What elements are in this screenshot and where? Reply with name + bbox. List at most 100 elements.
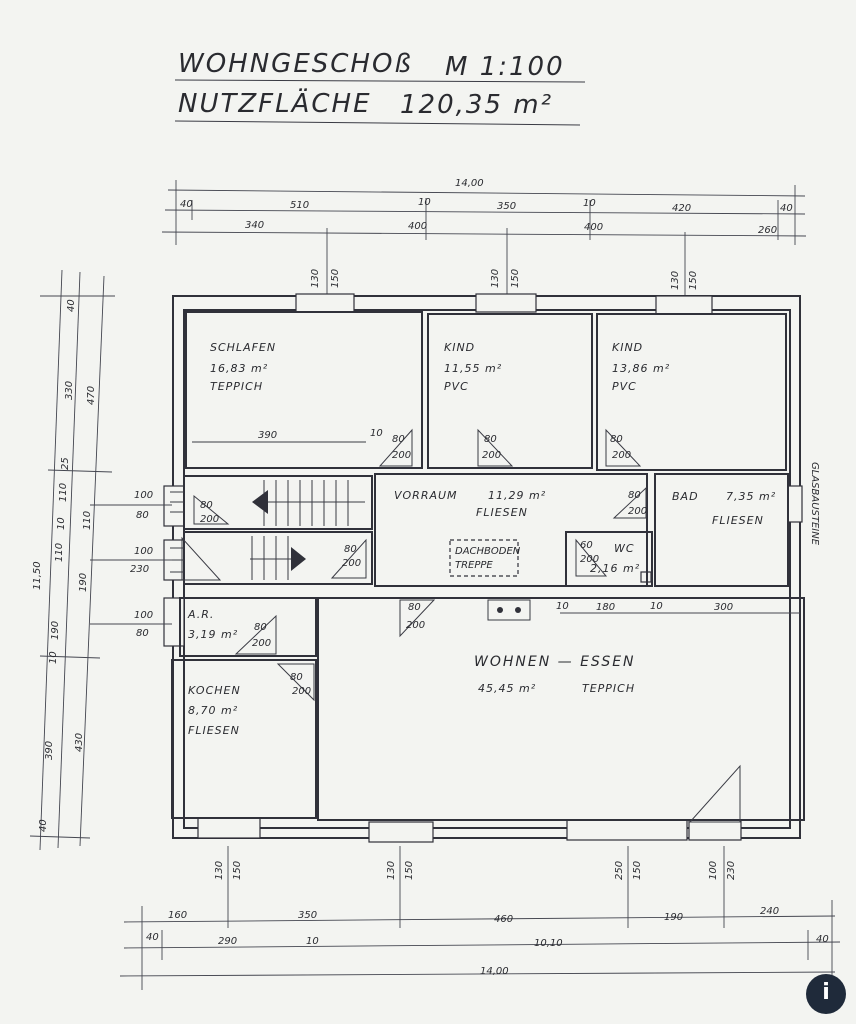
logo-icon: i [806,974,846,1014]
room-wohnen-floor: TEPPICH [582,682,635,695]
dim-inner-2: 180 [596,602,615,613]
title-block: WOHNGESCHOß M 1:100 NUTZFLÄCHE 120,35 m² [174,49,586,126]
dim-window-bottom-2-w: 130 [386,861,397,880]
dim-left-9: 390 [44,741,55,760]
room-bad-area: 7,35 m² [726,490,776,503]
door-mark-9b: 200 [292,686,311,697]
dim-bottom-row2-1: 40 [146,932,159,943]
left-dimensions: 11,50 40 330 25 110 10 110 470 110 430 1… [29,269,172,851]
room-wohnen-area: 45,45 m² [478,682,536,695]
dim-left-5: 10 [56,517,67,530]
stair-arrow-head-upper [252,490,268,514]
room-bad-name: BAD [672,490,699,503]
wc-shaft [640,571,652,583]
dim-bottom-3: 460 [494,914,513,925]
area-underline [174,120,581,126]
door-mark-7b: 200 [406,620,425,631]
outer-walls [163,293,803,843]
dim-left-inner-2: 110 [82,511,93,530]
room-kochen-area: 8,70 m² [188,704,238,717]
room-wc-area: 2,16 m² [590,562,640,575]
dim-bottom-5: 240 [760,906,779,917]
door-mark-wc-b: 200 [580,554,599,565]
window-top-3 [655,295,713,315]
room-kind2-floor: PVC [612,380,637,393]
dim-window-bottom-3-w: 250 [614,861,625,880]
window-bottom-1 [197,817,261,839]
window-bottom-3 [566,819,688,841]
room-ar-name: A.R. [187,608,214,621]
dim-left-7: 190 [50,621,61,640]
stair-treads [170,480,349,580]
dim-schlafen-gap: 10 [370,428,383,439]
dim-top-5: 10 [583,198,596,209]
attic-stair-hatch [449,539,519,577]
dim-left-8: 10 [48,651,59,664]
dim-open-left-6: 80 [136,628,149,639]
dim-open-left-3: 100 [134,546,153,557]
area-value: 120,35 m² [400,90,553,120]
door-mark-4a: 80 [200,500,213,511]
dim-top-1: 40 [180,199,193,210]
dim-bottom-row2-2: 290 [218,936,237,947]
plan-title: WOHNGESCHOß [178,49,413,79]
dim-left-total: 11,50 [32,561,43,590]
room-kind1-floor: PVC [444,380,469,393]
dim-left-10: 40 [38,819,49,832]
door-mark-1a: 80 [392,434,405,445]
door-mark-wc-a: 60 [580,540,593,551]
dim-open-left-5: 100 [134,610,153,621]
door-mark-2a: 80 [484,434,497,445]
dim-top-2: 510 [290,200,309,211]
stair-arrow-head-lower [291,547,306,571]
door-mark-4b: 200 [200,514,219,525]
room-schlafen-area: 16,83 m² [210,362,268,375]
interior-walls [170,311,805,823]
dim-inner-3: 10 [650,601,663,612]
room-kind2-name: KIND [612,341,643,354]
dim-bottom-1: 160 [168,910,187,921]
dim-bottom-row2-3: 10 [306,936,319,947]
dim-left-mid-2: 190 [78,573,89,592]
door-mark-5b: 200 [342,558,361,569]
window-top-2 [475,293,537,313]
dim-bottom-row2-4: 10,10 [534,938,563,949]
dim-window-top-3-w: 130 [670,271,681,290]
attic-label-2: TREPPE [455,560,493,571]
room-schlafen-floor: TEPPICH [210,380,263,393]
door-mark-9a: 80 [290,672,303,683]
window-top-1 [295,293,355,313]
dim-bottom-row2-5: 40 [816,934,829,945]
dim-left-inner-1: 470 [86,386,97,405]
glass-block-window [787,485,803,523]
dim-bottom-total: 14,00 [480,966,509,977]
dim-left-6: 110 [54,543,65,562]
dim-left-1: 40 [66,299,77,312]
door-swings [181,428,741,823]
dim-top-row2-2: 400 [408,221,427,232]
title-underline [174,79,586,83]
dim-window-bottom-4-w: 100 [708,861,719,880]
window-bottom-4 [688,819,742,841]
door-mark-5a: 80 [344,544,357,555]
dim-bottom-4: 190 [664,912,683,923]
door-mark-7a: 80 [408,602,421,613]
room-vorraum-floor: FLIESEN [476,506,528,519]
dim-top-6: 420 [672,203,691,214]
dim-window-bottom-1-h: 150 [232,861,243,880]
dim-window-bottom-2-h: 150 [404,861,415,880]
room-kind1-area: 11,55 m² [444,362,502,375]
dim-top-row2-1: 340 [245,220,264,231]
dim-top-4: 350 [497,201,516,212]
dim-left-4: 110 [58,483,69,502]
stove [487,599,531,621]
room-bad-floor: FLIESEN [712,514,764,527]
dim-top-3: 10 [418,197,431,208]
dim-left-inner-3: 430 [74,733,85,752]
room-vorraum-name: VORRAUM [394,489,458,502]
room-labels: SCHLAFEN 16,83 m² TEPPICH 390 10 KIND 11… [130,341,820,737]
dim-window-bottom-3-h: 150 [632,861,643,880]
plan-scale: M 1:100 [445,52,565,82]
room-kind2-area: 13,86 m² [612,362,670,375]
